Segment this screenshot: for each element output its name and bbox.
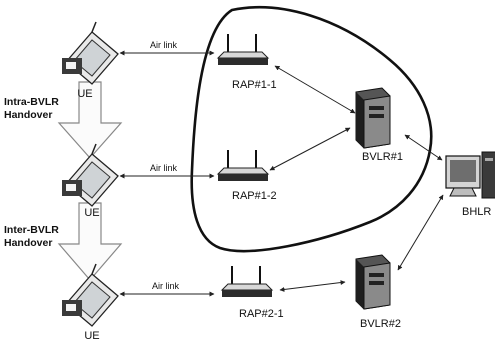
intra-bvlr-handover-label-line1: Intra-BVLR	[4, 96, 59, 108]
server-icon	[356, 255, 390, 309]
router-icon	[218, 34, 268, 65]
link-bvlr1-bhlr	[405, 135, 442, 160]
ue-label-2: UE	[84, 207, 99, 219]
bvlr-label-1: BVLR#1	[362, 151, 403, 163]
inter-bvlr-handover-label-line2: Handover	[4, 237, 52, 249]
rap-label-1-2: RAP#1-2	[232, 190, 277, 202]
air-link-label-2: Air link	[150, 163, 178, 173]
bvlr-label-2: BVLR#2	[360, 318, 401, 330]
ue-device-icon	[62, 22, 118, 84]
ue-label-1: UE	[77, 88, 92, 100]
intra-bvlr-handover-label-line2: Handover	[4, 109, 52, 121]
server-icon	[356, 88, 390, 148]
computer-icon	[446, 152, 495, 198]
air-link-label-3: Air link	[152, 281, 180, 291]
router-icon	[222, 266, 272, 297]
air-link-label-1: Air link	[150, 40, 178, 50]
link-bvlr2-bhlr	[398, 195, 443, 270]
link-rap11-bvlr1	[275, 66, 355, 113]
bhlr-label: BHLR	[462, 206, 491, 218]
inter-bvlr-handover-label-line1: Inter-BVLR	[4, 224, 59, 236]
rap-label-2-1: RAP#2-1	[239, 308, 284, 320]
router-icon	[218, 150, 268, 181]
ue-label-3: UE	[84, 330, 99, 342]
link-rap12-bvlr1	[270, 128, 350, 170]
rap-label-1-1: RAP#1-1	[232, 79, 277, 91]
link-rap21-bvlr2	[280, 282, 345, 290]
